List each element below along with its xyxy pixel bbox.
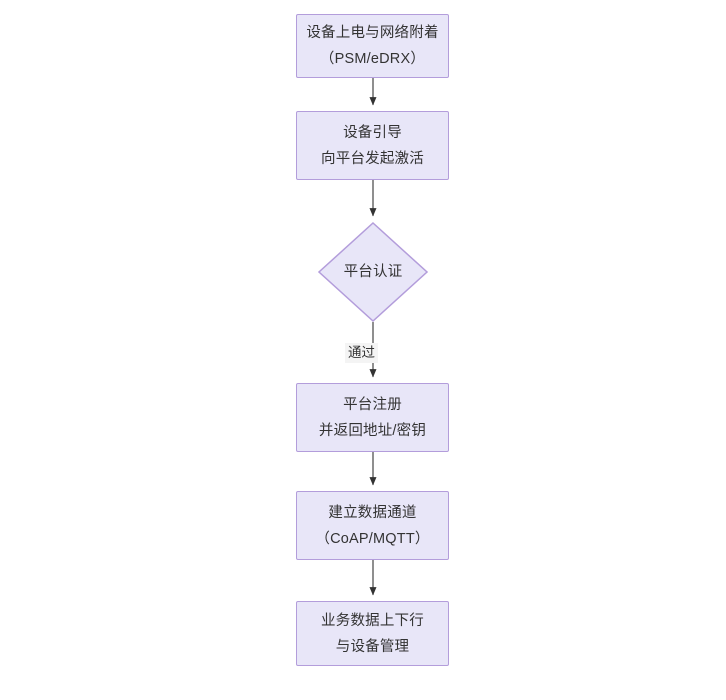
node-label-line1: 平台认证	[343, 264, 403, 280]
node-device-power-on[interactable]: 设备上电与网络附着 （PSM/eDRX）	[296, 14, 449, 78]
node-label-line2: （PSM/eDRX）	[319, 51, 426, 67]
node-label-line1: 设备上电与网络附着	[306, 25, 439, 41]
node-establish-data-channel[interactable]: 建立数据通道 （CoAP/MQTT）	[296, 491, 449, 560]
node-label-line1: 平台注册	[343, 396, 402, 413]
node-label-line2: 与设备管理	[335, 638, 410, 655]
edge-label-pass: 通过	[345, 343, 378, 363]
node-label-line2: 并返回地址/密钥	[318, 422, 427, 439]
node-label-line1: 建立数据通道	[328, 504, 417, 521]
node-business-data-and-device-management[interactable]: 业务数据上下行 与设备管理	[296, 601, 449, 666]
node-platform-registration[interactable]: 平台注册 并返回地址/密钥	[296, 383, 449, 452]
node-label-line2: 向平台发起激活	[321, 150, 424, 167]
node-label-line2: （CoAP/MQTT）	[315, 530, 430, 547]
node-label-line1: 业务数据上下行	[321, 612, 424, 629]
node-label-line1: 设备引导	[343, 124, 402, 141]
diamond-shape	[318, 222, 428, 322]
node-platform-auth-decision[interactable]: 平台认证	[318, 222, 428, 322]
node-device-bootstrap[interactable]: 设备引导 向平台发起激活	[296, 111, 449, 180]
